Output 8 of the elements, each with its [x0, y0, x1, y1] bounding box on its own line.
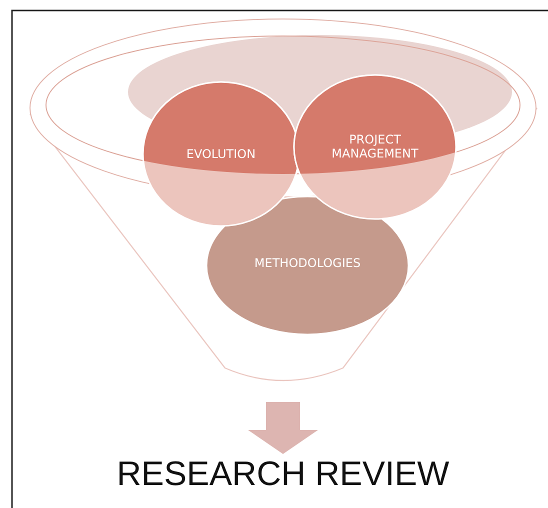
result-heading: RESEARCH REVIEW — [116, 454, 450, 495]
circle-label: EVOLUTION — [186, 146, 256, 162]
circle-label: PROJECT MANAGEMENT — [330, 132, 420, 162]
circle-shape — [205, 195, 410, 336]
circle-label: METHODOLOGIES — [254, 255, 361, 270]
circle-shape — [142, 81, 300, 227]
circle-shape — [293, 74, 457, 220]
block-arrow — [248, 402, 318, 454]
